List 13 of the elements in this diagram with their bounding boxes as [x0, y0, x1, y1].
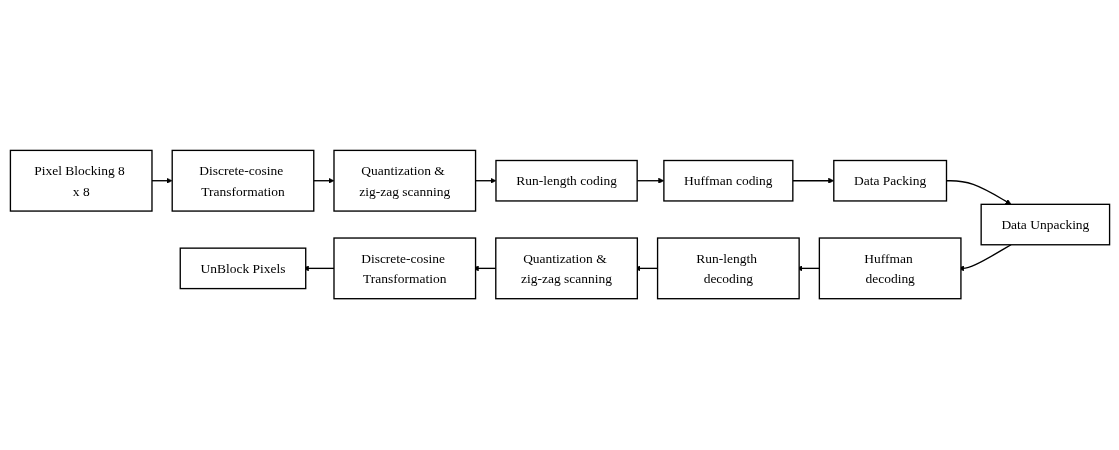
- node-box: Quantization & zig-zag scanning: [332, 150, 476, 213]
- arrow: [636, 178, 664, 185]
- node-box: UnBlock Pixels: [179, 247, 306, 290]
- node-box: Pixel Blocking 8 x 8: [9, 150, 153, 213]
- node-box: Run-length decoding: [656, 237, 800, 300]
- node-box: Run-length coding: [494, 160, 638, 203]
- node-box: Data Packing: [832, 160, 947, 203]
- node-box: Discrete-cosine Transformation: [171, 150, 314, 213]
- node-box: Data Unpacking: [979, 204, 1110, 246]
- node-box: Huffman decoding: [818, 237, 962, 300]
- node-box: Huffman coding: [662, 160, 793, 203]
- node-box: Discrete-cosine Transformation: [332, 237, 476, 300]
- node-box: Quantization & zig-zag scanning: [494, 237, 638, 300]
